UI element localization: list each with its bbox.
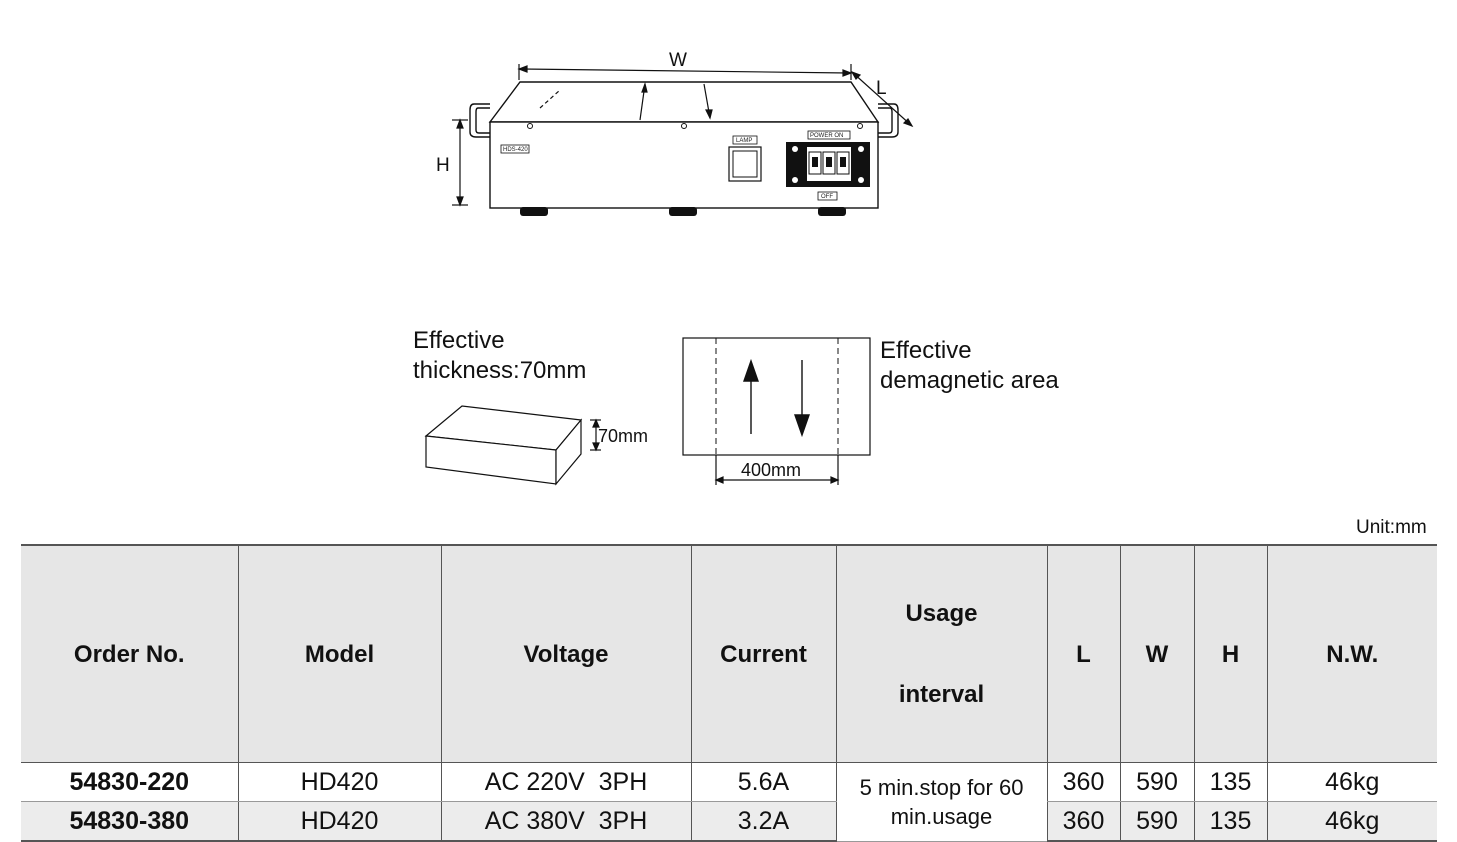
- rubber-feet: [520, 207, 846, 216]
- svg-text:LAMP: LAMP: [736, 138, 752, 144]
- unit-label: Unit:mm: [1356, 517, 1427, 538]
- cell-l: 360: [1046, 801, 1120, 842]
- cell-model: HD420: [237, 801, 441, 842]
- cell-h: 135: [1193, 801, 1267, 842]
- thickness-dimension: [590, 418, 601, 452]
- cell-h: 135: [1193, 762, 1267, 802]
- cell-l: 360: [1046, 762, 1120, 802]
- area-width-dimension: [714, 455, 840, 485]
- header-h: H: [1193, 544, 1267, 763]
- svg-text:HDS-420: HDS-420: [503, 147, 528, 153]
- cell-model: HD420: [237, 762, 441, 802]
- cell-current: 5.6A: [690, 762, 836, 802]
- header-usage-interval: Usage interval: [835, 544, 1047, 763]
- cell-voltage: AC 220V 3PH: [440, 762, 691, 802]
- svg-text:OFF: OFF: [821, 194, 833, 200]
- length-label: L: [876, 78, 887, 99]
- svg-text:POWER ON: POWER ON: [810, 133, 843, 139]
- thickness-caption-line1: Effective: [413, 327, 505, 354]
- header-current: Current: [690, 544, 836, 763]
- cell-voltage: AC 380V 3PH: [440, 801, 691, 842]
- header-usage-line1: Usage: [905, 600, 978, 627]
- thickness-dim-label: 70mm: [598, 426, 648, 446]
- area-caption-line1: Effective: [880, 337, 972, 364]
- usage-line1: 5 min.stop for 60: [859, 774, 1024, 800]
- area-caption: Effective demagnetic area: [880, 336, 1059, 396]
- area-width-label: 400mm: [741, 460, 801, 480]
- header-model: Model: [237, 544, 441, 763]
- cell-nw: 46kg: [1266, 762, 1437, 802]
- header-voltage: Voltage: [440, 544, 691, 763]
- width-label: W: [669, 50, 687, 71]
- header-usage-line2: interval: [898, 681, 985, 708]
- header-nw: N.W.: [1266, 544, 1437, 763]
- table-row: 54830-220 HD420 AC 220V 3PH 5.6A 5 min.s…: [21, 762, 1437, 842]
- lamp-indicator: LAMP: [728, 135, 762, 182]
- thickness-caption: Effective thickness:70mm: [413, 326, 586, 386]
- usage-line2: min.usage: [890, 803, 993, 829]
- cell-order-no: 54830-220: [21, 762, 238, 802]
- header-w: W: [1119, 544, 1194, 763]
- cell-w: 590: [1119, 762, 1194, 802]
- workpiece-block-drawing: 70mm: [424, 405, 648, 486]
- screws: [527, 123, 863, 129]
- cell-w: 590: [1119, 801, 1194, 842]
- model-plate: HDS-420: [500, 144, 530, 154]
- spec-table: Order No. Model Voltage Current Usage in…: [21, 544, 1437, 842]
- thickness-caption-line2: thickness:70mm: [413, 357, 587, 384]
- cell-current: 3.2A: [690, 801, 836, 842]
- area-caption-line2: demagnetic area: [880, 367, 1059, 394]
- height-dimension: [452, 118, 468, 207]
- width-dimension: [517, 64, 853, 80]
- height-label: H: [436, 155, 450, 176]
- length-dimension: [850, 70, 914, 128]
- table-row: 54830-380 HD420 AC 380V 3PH 3.2A 360 590…: [21, 801, 1437, 842]
- table-header-row: Order No. Model Voltage Current Usage in…: [21, 544, 1437, 763]
- cell-order-no: 54830-380: [21, 801, 238, 842]
- cell-usage-interval: 5 min.stop for 60 min.usage: [835, 762, 1047, 842]
- top-surface-marks: [539, 81, 713, 121]
- demagnetic-area-drawing: 400mm: [682, 337, 871, 485]
- cell-nw: 46kg: [1266, 801, 1437, 842]
- header-l: L: [1046, 544, 1120, 763]
- header-order-no: Order No.: [21, 544, 238, 763]
- power-switch-panel: POWER ON OFF: [786, 130, 870, 201]
- demagnetizer-drawing: W L H HDS-420: [436, 50, 914, 216]
